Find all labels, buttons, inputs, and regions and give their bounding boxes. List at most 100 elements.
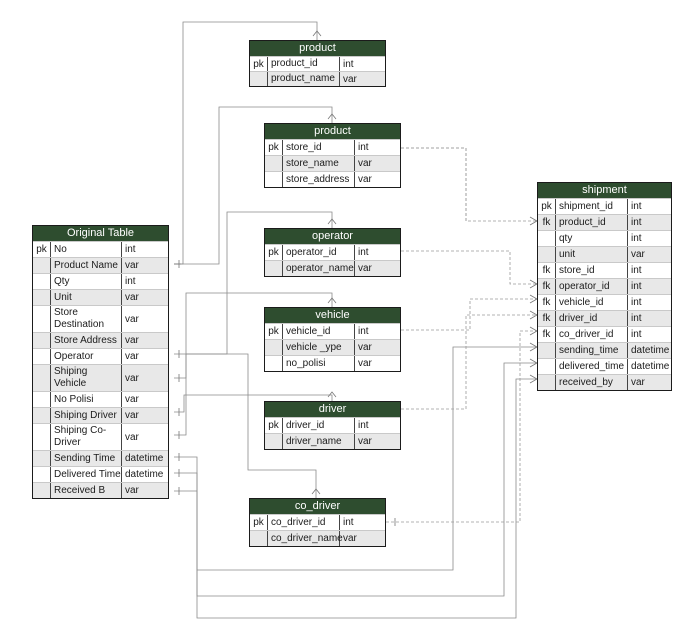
attribute-name: sending_time <box>556 343 628 358</box>
attribute-name: Shiping Co-Driver <box>51 424 122 450</box>
key-cell <box>33 424 51 450</box>
link-sending-time <box>174 346 537 571</box>
key-cell <box>265 156 283 171</box>
key-cell <box>538 343 556 358</box>
key-cell: fk <box>538 295 556 310</box>
attribute-name: Sending Time <box>51 451 122 466</box>
key-cell <box>33 451 51 466</box>
key-cell <box>265 172 283 187</box>
attribute-name: vehicle_id <box>556 295 628 310</box>
attribute-name: driver_id <box>556 311 628 326</box>
key-cell: pk <box>33 242 51 257</box>
attribute-name: product_id <box>268 57 340 71</box>
key-cell <box>33 258 51 273</box>
key-cell <box>33 306 51 332</box>
attribute-type: datetime <box>631 361 670 372</box>
key-cell: pk <box>250 515 268 530</box>
attribute-type: int <box>631 297 642 308</box>
attribute-name: operator_name <box>283 261 355 276</box>
attribute-type: var <box>125 292 139 303</box>
key-cell <box>250 72 268 86</box>
attribute-type: int <box>343 517 354 528</box>
entity-title: Original Table <box>33 226 168 241</box>
attribute-type: var <box>125 394 139 405</box>
attribute-name: received_by <box>556 375 628 390</box>
attribute-type: datetime <box>125 469 164 480</box>
key-cell <box>265 340 283 355</box>
entity-title: operator <box>265 229 400 244</box>
key-cell <box>265 434 283 449</box>
attribute-type: var <box>125 431 139 443</box>
attribute-type: int <box>358 420 369 431</box>
entity-title: shipment <box>538 183 671 198</box>
key-cell <box>538 375 556 390</box>
attribute-name: driver_name <box>283 434 355 449</box>
key-cell: pk <box>265 418 283 433</box>
attribute-name: shipment_id <box>556 199 628 214</box>
key-cell <box>265 261 283 276</box>
attribute-name: store_id <box>283 140 355 155</box>
attribute-name: store_id <box>556 263 628 278</box>
attribute-name: delivered_time <box>556 359 628 374</box>
attribute-type: int <box>631 233 642 244</box>
key-cell: fk <box>538 327 556 342</box>
attribute-type: int <box>358 142 369 153</box>
attribute-name: vehicle_id <box>283 324 355 339</box>
attribute-name: vehicle _ype <box>283 340 355 355</box>
entity-title: co_driver <box>250 499 385 514</box>
key-cell <box>33 392 51 407</box>
key-cell: pk <box>265 245 283 260</box>
attribute-type: var <box>125 410 139 421</box>
attribute-name: Unit <box>51 290 122 305</box>
key-cell <box>33 333 51 348</box>
key-cell <box>33 290 51 305</box>
attribute-type: var <box>358 263 372 274</box>
attribute-name: store_address <box>283 172 355 187</box>
attribute-type: datetime <box>631 345 670 356</box>
key-cell <box>538 359 556 374</box>
attribute-name: Operator <box>51 349 122 364</box>
fk-store <box>386 147 467 221</box>
key-cell: fk <box>538 311 556 326</box>
attribute-type: int <box>631 313 642 324</box>
fk-operator <box>401 250 537 285</box>
entity-title: product <box>250 41 385 56</box>
key-cell <box>33 365 51 391</box>
attribute-name: operator_id <box>556 279 628 294</box>
attribute-name: No Polisi <box>51 392 122 407</box>
attribute-type: var <box>358 174 372 185</box>
attribute-type: int <box>358 326 369 337</box>
attribute-name: Store Address <box>51 333 122 348</box>
attribute-type: var <box>358 436 372 447</box>
attribute-type: int <box>631 281 642 292</box>
attribute-type: var <box>343 533 357 544</box>
attribute-name: Store Destination <box>51 306 122 332</box>
entity-title: product <box>265 124 400 139</box>
